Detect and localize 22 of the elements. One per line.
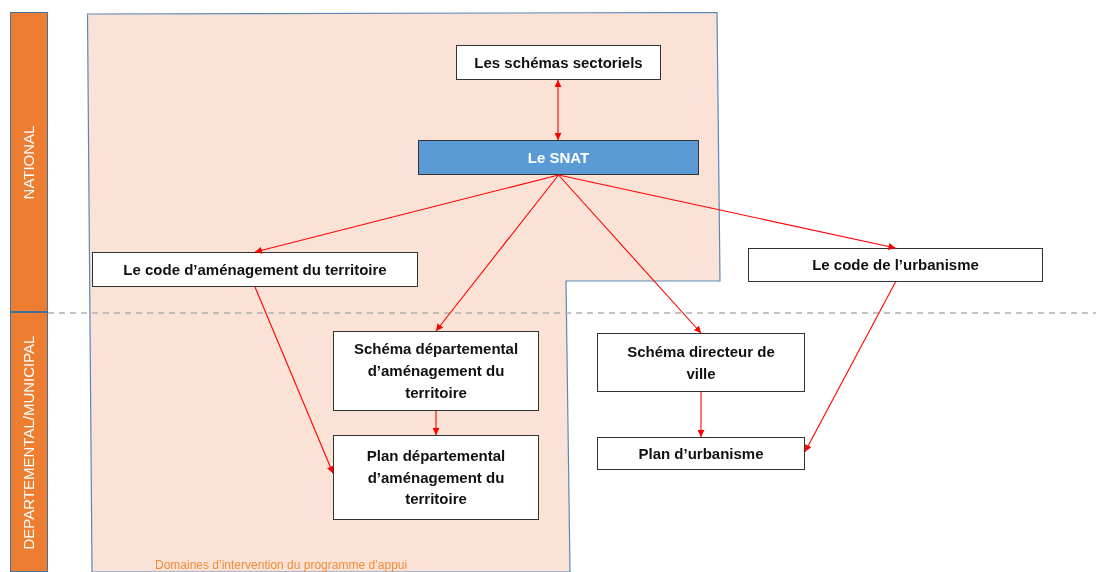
process-box: Les schémas sectoriels (456, 45, 661, 80)
process-box: Le SNAT (418, 140, 699, 175)
process-box: Plan d’urbanisme (597, 437, 805, 470)
process-box: Le code d’aménagement du territoire (92, 252, 418, 287)
arrow (557, 174, 897, 250)
process-box: Schéma directeur de ville (597, 333, 805, 392)
level-band (10, 12, 48, 312)
arrow (557, 174, 702, 334)
region-label: Domaines d’intervention du programme d’appui (155, 558, 408, 572)
level-band (10, 312, 48, 572)
band-label: DEPARTEMENTAL/MUNICIPAL (20, 335, 38, 549)
arrow (804, 281, 897, 453)
process-box: Schéma départemental d’aménagement du territoire (333, 331, 539, 411)
arrow (554, 79, 562, 141)
arrow (432, 410, 440, 436)
process-box: Le code de l’urbanisme (748, 248, 1043, 282)
arrow (254, 174, 560, 254)
arrow (435, 174, 560, 332)
arrow (697, 391, 705, 438)
arrow (254, 286, 334, 474)
process-box: Plan départemental d’aménagement du territoire (333, 435, 539, 520)
band-label: NATIONAL (20, 125, 38, 199)
